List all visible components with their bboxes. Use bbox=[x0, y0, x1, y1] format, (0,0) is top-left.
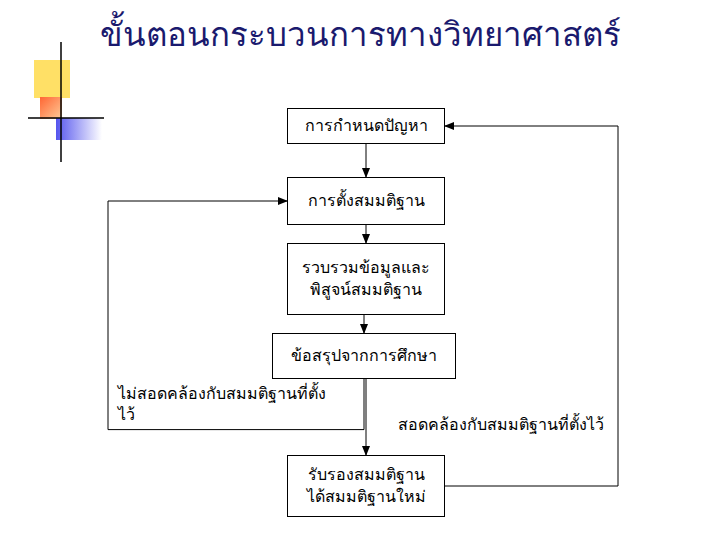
process-box: รวบรวมข้อมูลและ พิสูจน์สมมติฐาน bbox=[287, 243, 445, 315]
flow-arrow bbox=[366, 225, 367, 243]
process-box: การกำหนดปัญหา bbox=[287, 108, 445, 144]
box-text: การตั้งสมมติฐาน bbox=[308, 190, 425, 212]
red-square bbox=[40, 97, 62, 119]
flow-arrow bbox=[366, 379, 367, 455]
box-text: การกำหนดปัญหา bbox=[305, 115, 428, 137]
process-box: รับรองสมมติฐาน ได้สมมติฐานใหม่ bbox=[287, 455, 445, 517]
process-box: การตั้งสมมติฐาน bbox=[287, 177, 445, 225]
box-text: รวบรวมข้อมูลและ พิสูจน์สมมติฐาน bbox=[296, 257, 436, 300]
flow-arrow bbox=[366, 144, 367, 177]
deco-line bbox=[28, 117, 104, 119]
deco-line bbox=[60, 42, 62, 162]
flow-arrow bbox=[108, 201, 364, 430]
slide-title: ขั้นตอนกระบวนการทางวิทยาศาสตร์ bbox=[100, 14, 621, 57]
edge-label: ไม่สอดคล้องกับสมมติฐานที่ตั้งไว้ bbox=[116, 384, 342, 426]
process-box: ข้อสรุปจากการศึกษา bbox=[272, 333, 456, 379]
box-text: ข้อสรุปจากการศึกษา bbox=[291, 345, 437, 367]
box-text: รับรองสมมติฐาน ได้สมมติฐานใหม่ bbox=[296, 464, 436, 507]
flow-arrow bbox=[364, 315, 365, 333]
blue-bar bbox=[56, 118, 102, 140]
yellow-square bbox=[34, 60, 70, 98]
edge-label: สอดคล้องกับสมมติฐานที่ตั้งไว้ bbox=[396, 415, 606, 436]
